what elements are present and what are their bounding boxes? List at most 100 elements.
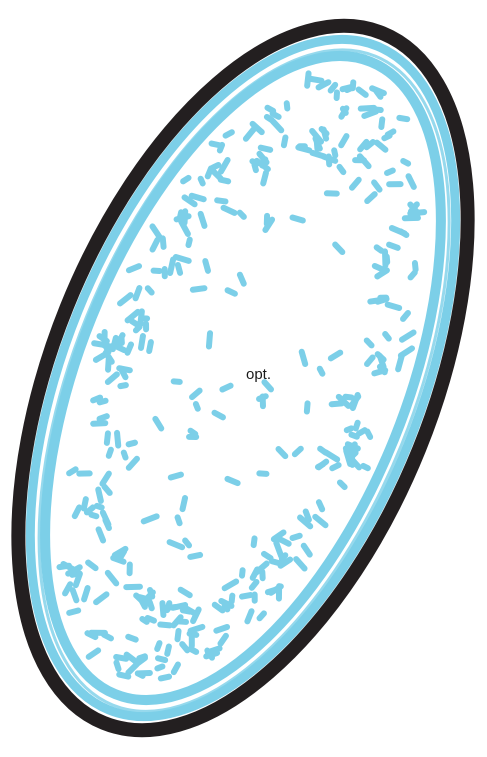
granule (177, 216, 189, 219)
granule (120, 551, 125, 559)
granule (91, 515, 96, 516)
granule (124, 453, 126, 458)
granule (116, 657, 126, 659)
granule (149, 342, 151, 351)
granule (119, 675, 128, 677)
granule (208, 168, 211, 176)
granule (403, 313, 408, 319)
granule (73, 590, 77, 600)
granule (217, 200, 225, 201)
granule (389, 245, 398, 248)
granule (367, 432, 370, 437)
granule (287, 103, 288, 108)
granule (307, 73, 308, 85)
granule (116, 346, 124, 350)
granule (109, 450, 111, 456)
granule (196, 404, 198, 409)
granule (141, 336, 143, 348)
granule (319, 502, 322, 509)
granule (273, 114, 279, 117)
granule (127, 344, 131, 352)
granule (387, 170, 393, 172)
granule (388, 131, 394, 134)
granule (157, 643, 159, 649)
granule (191, 627, 203, 631)
granule (295, 449, 301, 455)
granule (415, 263, 416, 270)
granule (411, 273, 415, 278)
granule (119, 335, 123, 342)
granule (307, 403, 308, 411)
granule (359, 430, 365, 433)
granule (170, 259, 173, 273)
granule (388, 305, 399, 308)
granule (138, 673, 143, 676)
granule (267, 108, 273, 111)
granule (399, 118, 407, 119)
granule (140, 311, 142, 324)
granule (84, 588, 88, 599)
granule (334, 150, 335, 155)
granule (161, 677, 169, 679)
granule (209, 333, 210, 346)
granule (182, 644, 187, 650)
granule (178, 631, 179, 639)
granule (252, 582, 257, 588)
granule (226, 132, 232, 135)
granule (163, 238, 164, 246)
granule (242, 570, 243, 575)
granule (100, 401, 106, 403)
granule (221, 180, 228, 182)
granule (351, 435, 356, 437)
granule (268, 589, 276, 592)
granule (174, 665, 178, 673)
granule (129, 443, 135, 445)
granule (356, 423, 358, 429)
granule (140, 597, 149, 599)
granule (108, 357, 109, 369)
granule (261, 148, 270, 150)
granule (107, 433, 108, 443)
granule (352, 454, 353, 465)
granule (129, 266, 139, 270)
granule (178, 517, 180, 523)
granule (381, 119, 382, 127)
granule (254, 165, 255, 171)
granule (93, 398, 100, 401)
granule (378, 299, 387, 302)
granule (190, 555, 200, 557)
granule (401, 231, 407, 235)
granule (100, 336, 107, 341)
granule (158, 658, 165, 660)
granule (306, 511, 309, 519)
granule (228, 290, 235, 293)
granule (332, 465, 338, 468)
granule (367, 357, 373, 364)
granule (97, 506, 102, 508)
granule (148, 618, 154, 621)
granule (240, 213, 244, 217)
granule (84, 499, 86, 508)
granule (201, 214, 205, 226)
granule (191, 431, 196, 434)
granule (364, 112, 376, 116)
granule (403, 161, 408, 164)
diagram-label: opt. (246, 366, 271, 383)
granule (363, 466, 368, 468)
granule (293, 536, 300, 538)
granule (201, 179, 203, 184)
granule (100, 416, 107, 419)
granule (225, 605, 228, 609)
granule (99, 529, 104, 540)
granule (227, 479, 237, 483)
granule (69, 469, 76, 473)
granule (385, 334, 389, 339)
granule (150, 602, 152, 608)
granule (302, 352, 305, 364)
granule (254, 538, 255, 545)
granule (375, 266, 383, 270)
granule (191, 649, 197, 652)
granule (160, 625, 170, 626)
granule (128, 637, 135, 640)
granule (212, 144, 219, 146)
